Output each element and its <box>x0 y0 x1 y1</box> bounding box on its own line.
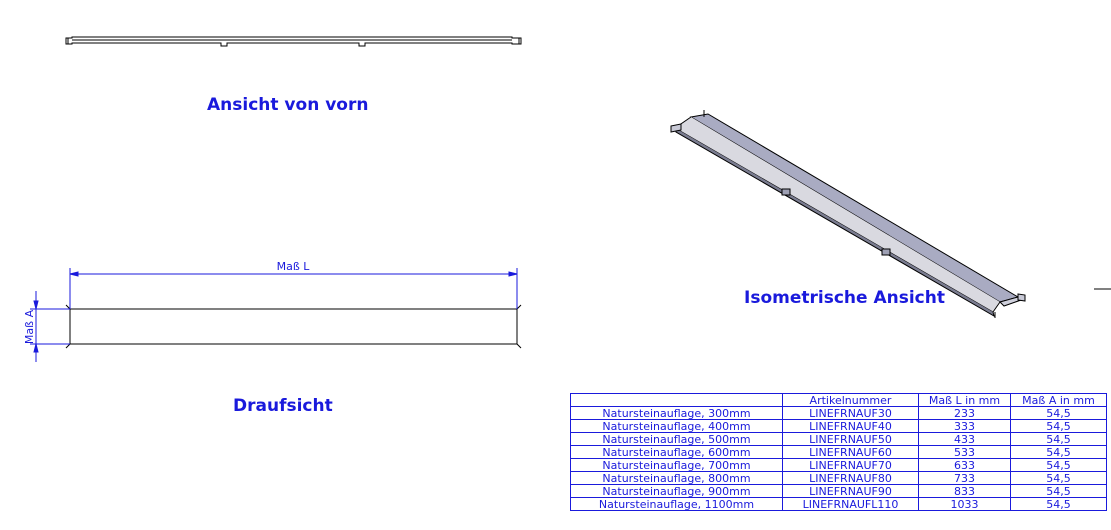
table-row: Natursteinauflage, 500mm LINEFRNAUF50 43… <box>570 432 1107 446</box>
top-view <box>65 304 522 349</box>
cell-length: 633 <box>918 458 1011 472</box>
cell-width: 54,5 <box>1010 445 1107 459</box>
isometric-view <box>670 110 1026 318</box>
cell-description: Natursteinauflage, 300mm <box>570 406 783 420</box>
isometric-view-title: Isometrische Ansicht <box>744 288 945 308</box>
table-header-length: Maß L in mm <box>918 393 1011 407</box>
cell-article-number: LINEFRNAUF70 <box>782 458 919 472</box>
front-view-title: Ansicht von vorn <box>207 95 369 115</box>
top-view-title: Draufsicht <box>233 396 333 416</box>
cell-description: Natursteinauflage, 800mm <box>570 471 783 485</box>
iso-top-surface <box>689 113 1020 303</box>
cell-article-number: LINEFRNAUF80 <box>782 471 919 485</box>
cell-length: 833 <box>918 484 1011 498</box>
cell-width: 54,5 <box>1010 484 1107 498</box>
cell-width: 54,5 <box>1010 471 1107 485</box>
table-header-width: Maß A in mm <box>1010 393 1107 407</box>
cell-article-number: LINEFRNAUF50 <box>782 432 919 446</box>
cell-article-number: LINEFRNAUF60 <box>782 445 919 459</box>
cell-description: Natursteinauflage, 700mm <box>570 458 783 472</box>
table-row: Natursteinauflage, 700mm LINEFRNAUF70 63… <box>570 458 1107 472</box>
cell-width: 54,5 <box>1010 497 1107 511</box>
cell-length: 433 <box>918 432 1011 446</box>
cell-article-number: LINEFRNAUF90 <box>782 484 919 498</box>
table-row: Natursteinauflage, 300mm LINEFRNAUF30 23… <box>570 406 1107 420</box>
cell-width: 54,5 <box>1010 432 1107 446</box>
front-view <box>65 36 522 47</box>
cell-article-number: LINEFRNAUF40 <box>782 419 919 433</box>
cell-length: 733 <box>918 471 1011 485</box>
table-header-article-number: Artikelnummer <box>782 393 919 407</box>
table-header-row: Artikelnummer Maß L in mm Maß A in mm <box>570 393 1107 407</box>
dimension-width <box>30 291 70 362</box>
table-row: Natursteinauflage, 600mm LINEFRNAUF60 53… <box>570 445 1107 459</box>
table-row: Natursteinauflage, 1100mm LINEFRNAUFL110… <box>570 497 1107 511</box>
cell-width: 54,5 <box>1010 458 1107 472</box>
table-row: Natursteinauflage, 400mm LINEFRNAUF40 33… <box>570 419 1107 433</box>
table-row: Natursteinauflage, 800mm LINEFRNAUF80 73… <box>570 471 1107 485</box>
cell-width: 54,5 <box>1010 406 1107 420</box>
cell-article-number: LINEFRNAUFL110 <box>782 497 919 511</box>
dimension-width-label: Maß A <box>23 309 36 344</box>
dimension-length-label: Maß L <box>277 260 311 273</box>
table-row: Natursteinauflage, 900mm LINEFRNAUF90 83… <box>570 484 1107 498</box>
cell-description: Natursteinauflage, 1100mm <box>570 497 783 511</box>
cell-description: Natursteinauflage, 500mm <box>570 432 783 446</box>
cell-length: 1033 <box>918 497 1011 511</box>
top-view-outline <box>69 308 518 345</box>
cell-description: Natursteinauflage, 600mm <box>570 445 783 459</box>
cell-length: 333 <box>918 419 1011 433</box>
cell-width: 54,5 <box>1010 419 1107 433</box>
cell-article-number: LINEFRNAUF30 <box>782 406 919 420</box>
cell-length: 533 <box>918 445 1011 459</box>
dimension-length <box>69 268 518 309</box>
table-header-description <box>570 393 783 407</box>
cell-length: 233 <box>918 406 1011 420</box>
parts-table: Artikelnummer Maß L in mm Maß A in mm Na… <box>570 393 1107 511</box>
cell-description: Natursteinauflage, 400mm <box>570 419 783 433</box>
cell-description: Natursteinauflage, 900mm <box>570 484 783 498</box>
